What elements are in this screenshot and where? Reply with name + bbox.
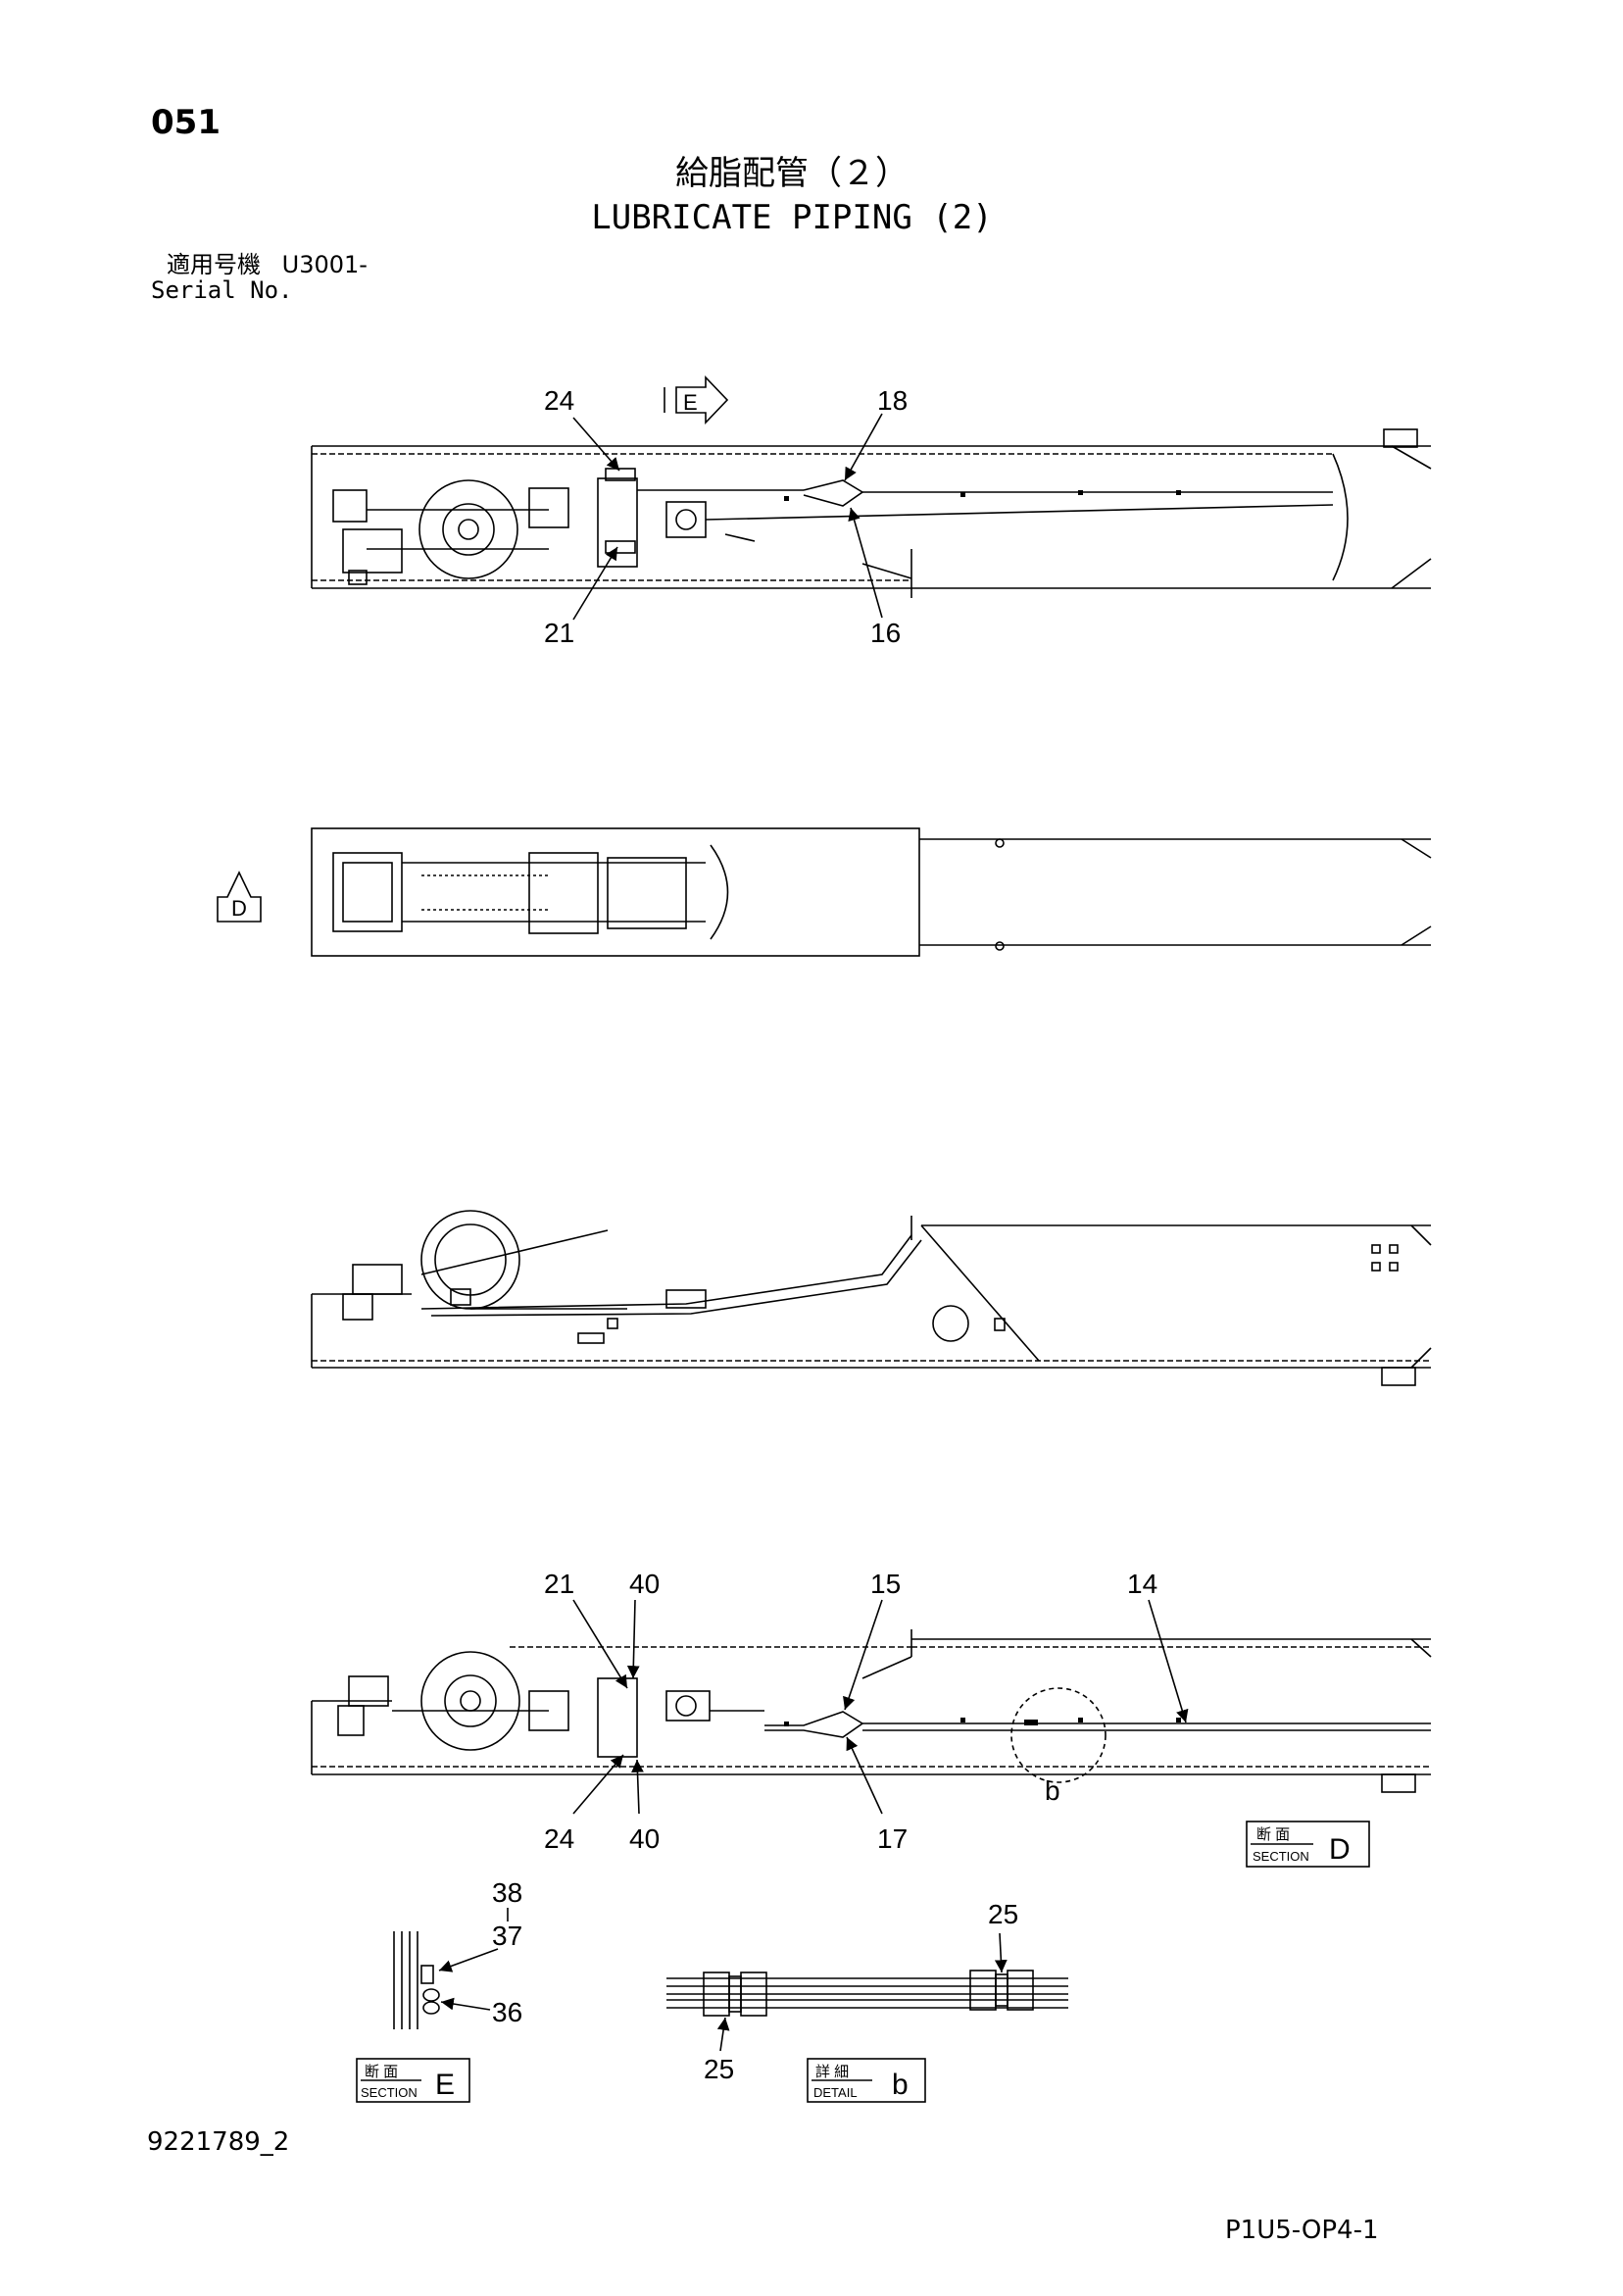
view-arrow-e-label: E xyxy=(683,390,698,415)
sheet-code: P1U5-OP4-1 xyxy=(1225,2216,1379,2245)
drawing-number: 9221789_2 xyxy=(147,2127,290,2157)
page-number: 051 xyxy=(151,103,221,142)
detail-b-en: DETAIL xyxy=(813,2085,858,2100)
section-d-letter: D xyxy=(1329,1833,1351,1866)
serial-label-japanese: 適用号機 U3001- xyxy=(167,253,368,276)
callout-40-top: 40 xyxy=(629,1569,660,1599)
section-e-en: SECTION xyxy=(361,2085,418,2100)
callout-18: 18 xyxy=(877,385,908,416)
detail-b-letter: b xyxy=(892,2069,909,2101)
serial-value: U3001- xyxy=(281,251,368,278)
view-1-boom-top xyxy=(311,375,1432,621)
callout-24-view4: 24 xyxy=(544,1823,574,1854)
callout-21-view4: 21 xyxy=(544,1569,574,1599)
section-d-jp: 断 面 xyxy=(1256,1826,1290,1843)
title-english: LUBRICATE PIPING (2) xyxy=(591,198,993,237)
callout-16: 16 xyxy=(870,618,901,648)
callout-17: 17 xyxy=(877,1823,908,1854)
detail-b-drawing xyxy=(666,1932,1068,2052)
callout-38: 38 xyxy=(492,1877,522,1908)
serial-label-english: Serial No. xyxy=(151,276,293,304)
view-arrow-d xyxy=(217,871,262,923)
detail-b-jp: 詳 細 xyxy=(815,2064,849,2080)
callout-40-bottom: 40 xyxy=(629,1823,660,1854)
detail-circle-b-label: b xyxy=(1045,1775,1060,1806)
section-e-letter: E xyxy=(435,2069,455,2101)
callout-25-bottom: 25 xyxy=(704,2054,734,2084)
section-d-en: SECTION xyxy=(1253,1849,1309,1864)
callout-14: 14 xyxy=(1127,1569,1157,1599)
section-e-detail xyxy=(393,1908,509,2029)
section-e-box xyxy=(356,2058,470,2103)
serial-label-jp-text: 適用号機 xyxy=(167,251,261,278)
callout-15: 15 xyxy=(870,1569,901,1599)
section-d-box xyxy=(1246,1821,1370,1868)
section-e-jp: 断 面 xyxy=(365,2064,398,2080)
callout-24-view1: 24 xyxy=(544,385,574,416)
view-3-boom-elevation xyxy=(311,1210,1432,1386)
detail-b-box xyxy=(807,2058,926,2103)
view-2-boom-side xyxy=(311,827,1432,957)
callout-36: 36 xyxy=(492,1997,522,2027)
title-japanese: 給脂配管（２） xyxy=(675,154,909,193)
callout-21-view1: 21 xyxy=(544,618,574,648)
callout-25-top: 25 xyxy=(988,1899,1018,1929)
view-arrow-d-label: D xyxy=(231,896,247,921)
callout-37: 37 xyxy=(492,1921,522,1951)
view-4-boom-top-section xyxy=(311,1599,1432,1815)
